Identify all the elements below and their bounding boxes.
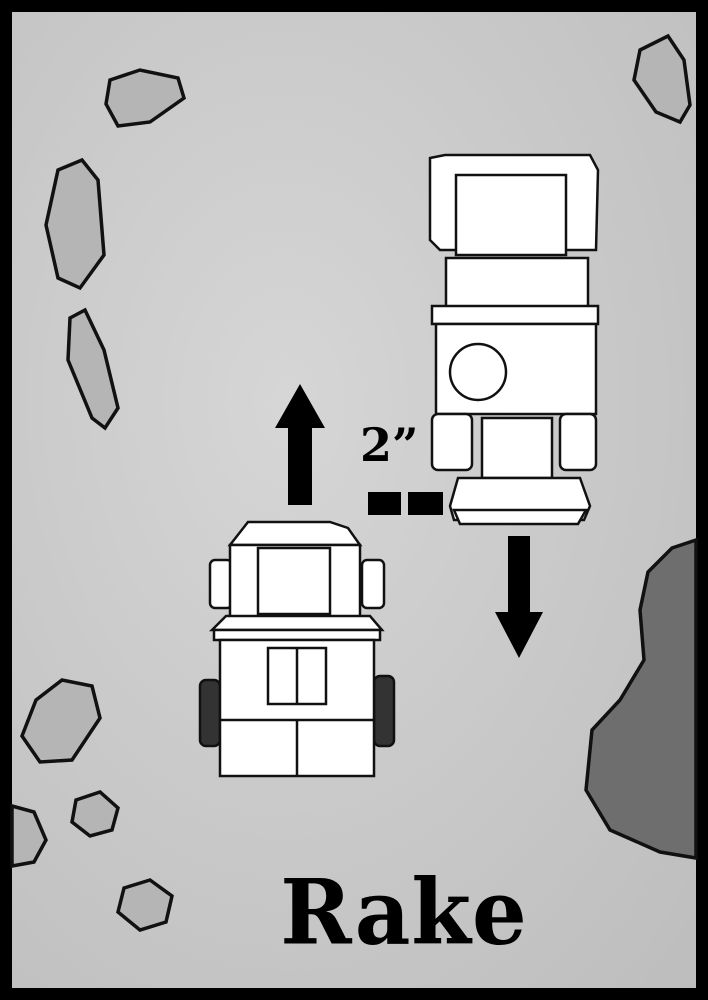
distance-bar bbox=[408, 492, 443, 515]
arrow-down-icon bbox=[495, 536, 543, 658]
rock bbox=[10, 803, 48, 869]
rock bbox=[632, 33, 692, 125]
arrow-up-icon bbox=[275, 384, 325, 505]
rock bbox=[116, 878, 174, 932]
rock bbox=[20, 678, 102, 764]
pit-crater bbox=[584, 537, 698, 861]
rock bbox=[44, 157, 106, 291]
card-title: Rake bbox=[280, 859, 528, 966]
rock bbox=[104, 68, 187, 128]
distance-label: 2” bbox=[360, 418, 419, 472]
player-truck bbox=[198, 520, 396, 778]
rock bbox=[70, 790, 120, 838]
distance-bar bbox=[368, 492, 401, 515]
rock bbox=[66, 307, 120, 431]
enemy-vehicle bbox=[428, 153, 600, 526]
